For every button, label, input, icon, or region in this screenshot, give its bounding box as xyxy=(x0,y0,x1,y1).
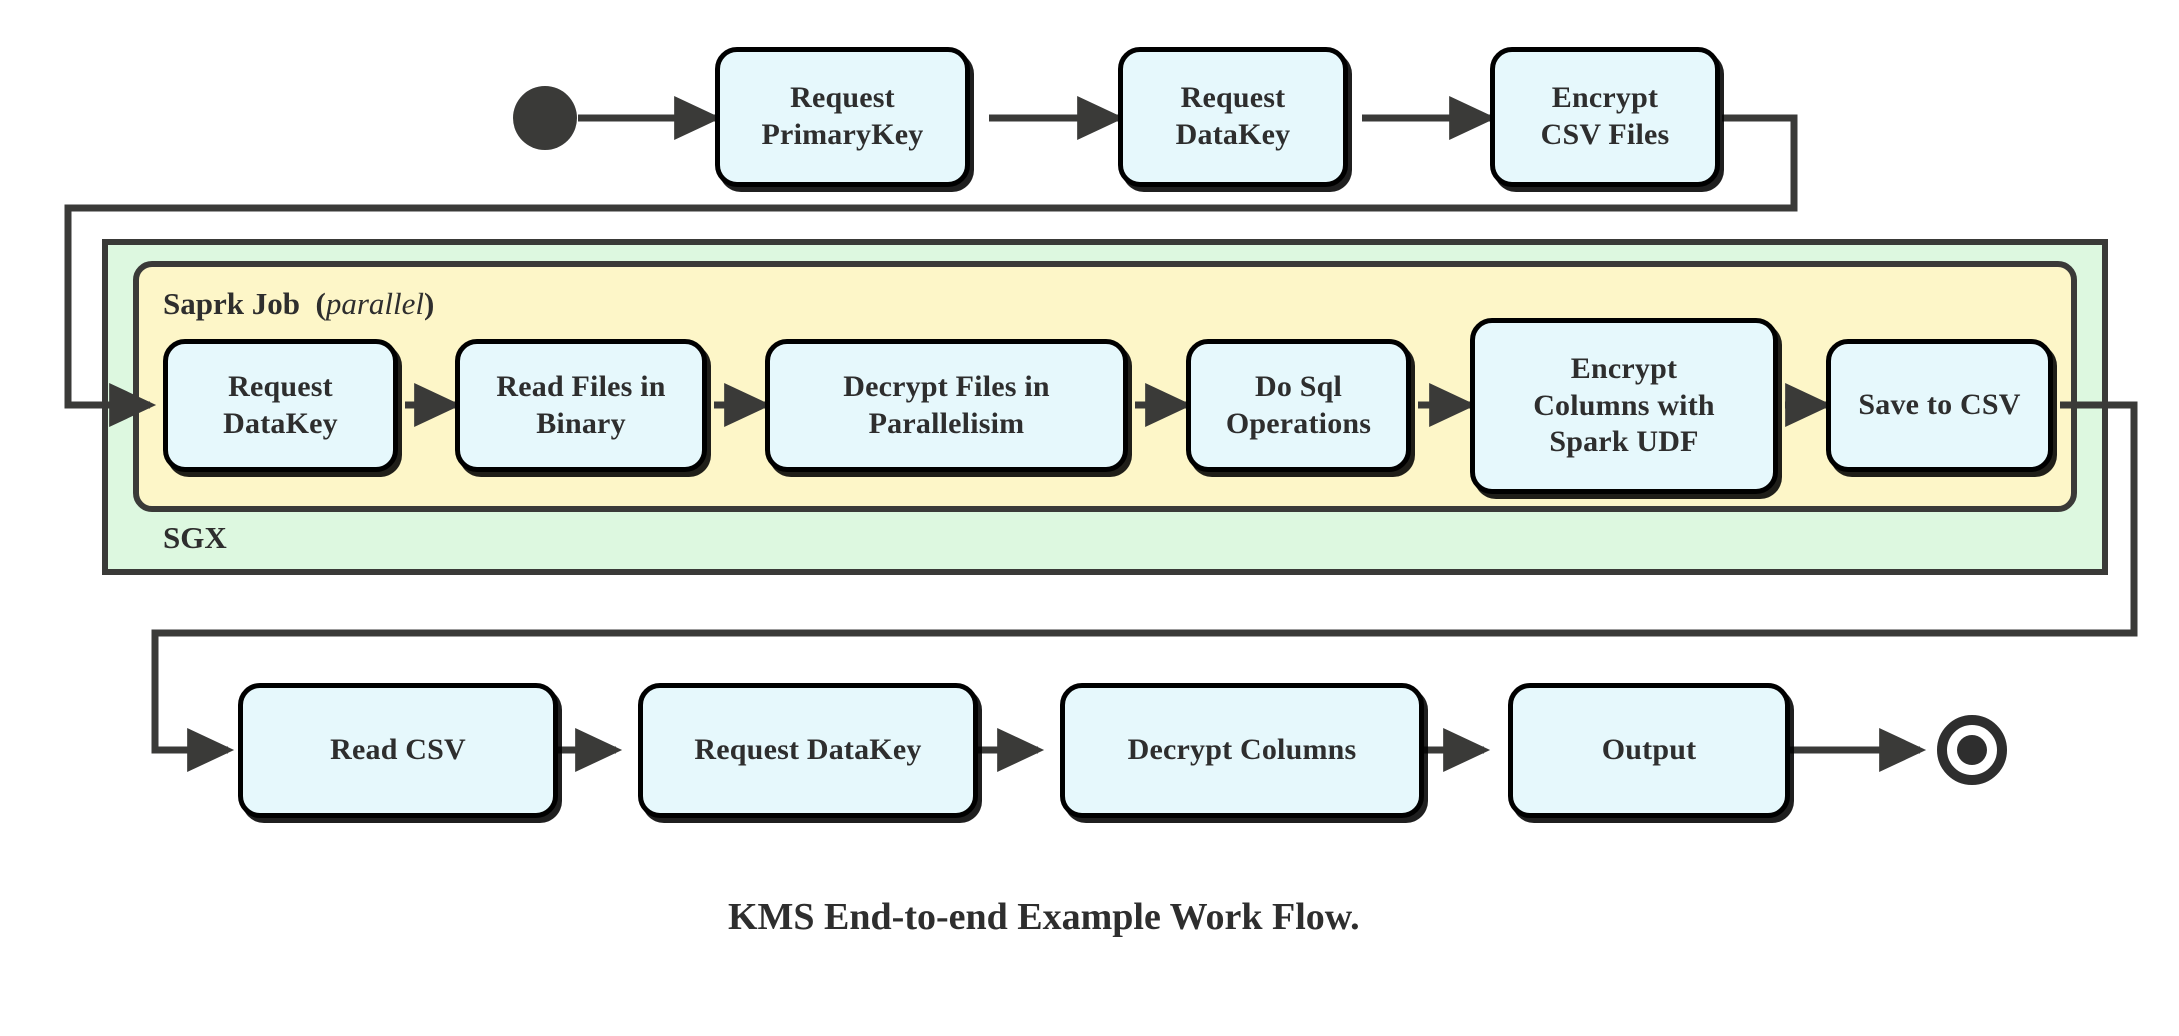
node-decrypt-columns-label: Decrypt Columns xyxy=(1127,733,1357,767)
node-output[interactable]: Output xyxy=(1508,683,1790,818)
edge-encrypt-csv-to-spark-datakey xyxy=(64,114,1798,428)
node-request-datakey-bottom[interactable]: Request DataKey xyxy=(638,683,978,818)
end-node-icon-ring xyxy=(1937,715,2007,785)
node-decrypt-columns[interactable]: Decrypt Columns xyxy=(1060,683,1424,818)
end-node-icon-core xyxy=(1957,735,1987,765)
diagram-caption: KMS End-to-end Example Work Flow. xyxy=(728,896,1360,938)
spark-job-label-text: Saprk Job xyxy=(163,286,300,321)
node-output-label: Output xyxy=(1601,733,1697,767)
node-request-datakey-bottom-label: Request DataKey xyxy=(694,733,922,767)
node-read-csv[interactable]: Read CSV xyxy=(238,683,558,818)
edge-save-csv-to-read-csv xyxy=(151,401,2138,773)
node-save-to-csv-label: Save to CSV xyxy=(1858,388,2021,422)
sgx-container-label: SGX xyxy=(163,520,227,555)
node-save-to-csv[interactable]: Save to CSV xyxy=(1826,339,2053,472)
node-read-csv-label: Read CSV xyxy=(330,733,466,767)
start-node-icon xyxy=(513,86,577,150)
spark-job-modifier: (parallel) xyxy=(307,286,435,321)
spark-job-modifier-text: parallel xyxy=(325,286,424,321)
spark-job-container-label: Saprk Job (parallel) xyxy=(163,286,434,322)
